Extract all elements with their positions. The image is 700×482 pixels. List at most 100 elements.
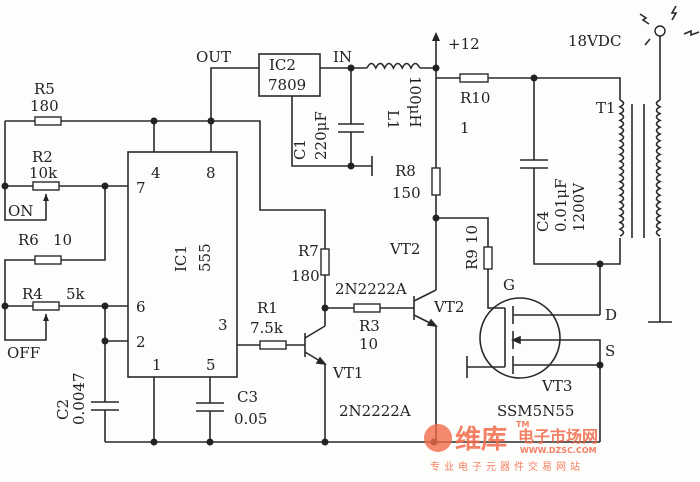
wire-off-loop	[4, 306, 47, 341]
r6-resistor	[34, 255, 62, 265]
r8-value: 150	[392, 184, 421, 202]
c4-name: C4	[534, 211, 552, 232]
wires	[4, 36, 661, 443]
vt1-part: 2N2222A	[339, 402, 411, 420]
arrow-up-icon	[432, 32, 440, 41]
on-switch-label[interactable]: ON	[8, 202, 33, 220]
c3-name: C3	[237, 388, 258, 406]
c2-value: 0.0047	[70, 373, 88, 426]
r8-resistor	[431, 167, 441, 196]
ic1-pin4: 4	[151, 164, 161, 182]
r2-name: R2	[32, 148, 53, 166]
wire-source-link	[533, 339, 601, 365]
r9-resistor	[483, 246, 493, 270]
vt1-transistor	[304, 325, 327, 366]
r7-value: 180	[291, 267, 320, 285]
r9-value: 10	[463, 225, 481, 244]
wire-r9-gate	[436, 217, 505, 309]
watermark-slogan: 专业电子元器件交易网站	[430, 460, 584, 473]
r1-resistor	[259, 340, 287, 350]
c2-name: C2	[54, 399, 72, 420]
watermark-tm: TM	[516, 420, 529, 429]
output-terminal-icon	[654, 25, 666, 37]
r3-resistor	[353, 303, 381, 313]
ic1-pin5: 5	[206, 356, 216, 374]
r10-value: 1	[460, 119, 470, 137]
r7-name: R7	[298, 242, 319, 260]
wire-c4	[533, 78, 601, 315]
vt3-part: SSM5N55	[497, 402, 574, 420]
r9-name: R9	[463, 249, 481, 270]
spark-icon	[639, 5, 700, 46]
r4-value: 5k	[66, 285, 86, 303]
ground-symbol-icon	[371, 156, 672, 378]
watermark-logo-icon	[424, 424, 452, 452]
c1-value: 220μF	[312, 111, 330, 160]
r6-value: 10	[53, 231, 72, 249]
c2-capacitor	[91, 401, 119, 411]
resistor-bodies	[32, 73, 493, 350]
r3-value: 10	[359, 335, 378, 353]
ic1-pin3: 3	[218, 316, 228, 334]
ic1-body	[127, 151, 238, 378]
c4-capacitor	[520, 159, 548, 169]
vt3-label: VT3	[541, 377, 572, 395]
vt2-label-top: VT2	[389, 240, 420, 258]
vt3-drain-label: D	[605, 306, 617, 324]
vt1-label: VT1	[332, 364, 363, 382]
wire-vcc-rail	[5, 120, 326, 249]
vt2-transistor	[413, 289, 438, 328]
l1-name: L1	[384, 110, 402, 130]
t1-primary-winding	[618, 99, 625, 237]
r5-value: 180	[30, 97, 59, 115]
l1-inductor	[366, 62, 421, 70]
vt2-part-top: 2N2222A	[335, 280, 407, 298]
r4-name: R4	[22, 285, 43, 303]
supply-rail-label: +12	[448, 35, 480, 53]
vt3-mosfet	[479, 297, 561, 379]
t1-secondary-winding	[655, 99, 662, 237]
r2-value: 10k	[29, 164, 58, 182]
capacitor-plates	[91, 123, 548, 412]
r7-resistor	[320, 248, 330, 276]
ic1-pin8: 8	[206, 164, 216, 182]
r2-potentiometer	[32, 181, 60, 191]
ic1-pin2: 2	[136, 333, 146, 351]
r1-value: 7.5k	[250, 319, 284, 337]
ic1-pin1: 1	[152, 356, 162, 374]
ic1-name: IC1	[172, 245, 190, 272]
ic1-pin6: 6	[136, 298, 146, 316]
r1-name: R1	[257, 299, 278, 317]
c1-name: C1	[291, 139, 309, 160]
r6-name: R6	[18, 231, 39, 249]
c4-value: 0.01μF	[552, 178, 570, 232]
r10-name: R10	[460, 89, 490, 107]
off-switch-label[interactable]: OFF	[7, 344, 40, 362]
watermark-url[interactable]: WWW.DZSC.COM	[520, 446, 597, 455]
ic2-out-label: OUT	[196, 48, 231, 66]
l1-value: 100μH	[406, 76, 424, 127]
watermark-brand: 维库	[455, 424, 507, 455]
vt3-source-label: S	[605, 342, 615, 360]
t1-core	[631, 104, 645, 238]
t1-label: T1	[596, 99, 616, 117]
vt2-label: VT2	[433, 298, 464, 316]
wire-pin2	[104, 306, 128, 342]
r8-name: R8	[395, 162, 416, 180]
ic1-part: 555	[196, 243, 214, 272]
wire-r6-row	[4, 186, 106, 306]
ic2-in-label: IN	[333, 48, 352, 66]
watermark: 维库 电子市场网 TM WWW.DZSC.COM 专业电子元器件交易网站	[424, 420, 598, 473]
wire-on-loop	[4, 186, 47, 221]
c4-rating: 1200V	[570, 182, 588, 232]
wire-t1-primary-out	[600, 238, 621, 265]
r5-resistor	[34, 116, 62, 126]
ic2-part-label: 7809	[268, 76, 306, 94]
ic1-pin7: 7	[136, 179, 146, 197]
r3-name: R3	[359, 317, 380, 335]
watermark-tagline: 电子市场网	[518, 427, 598, 446]
ic2-body	[258, 53, 321, 97]
r10-resistor	[459, 73, 489, 83]
ic2-name-label: IC2	[269, 56, 296, 74]
